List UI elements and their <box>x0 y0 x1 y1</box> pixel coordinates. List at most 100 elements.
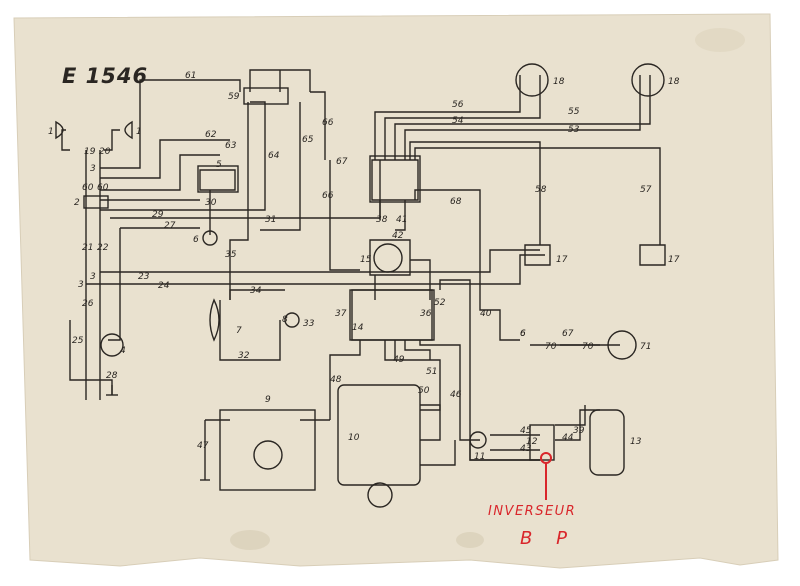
rear-lamp-left-17 <box>524 244 551 266</box>
switch-5 <box>197 165 239 193</box>
wire-label: 34 <box>250 286 262 296</box>
component-label: 7 <box>236 326 242 336</box>
wire-label: 62 <box>205 130 217 140</box>
wire-label: 42 <box>392 231 404 241</box>
dynamo-pulley <box>367 482 393 508</box>
starter-button-11 <box>469 431 487 449</box>
wire-label: 67 <box>562 329 574 339</box>
paper-stain <box>230 530 270 550</box>
component-label: 5 <box>216 160 222 170</box>
fuse-box <box>369 155 421 203</box>
component-label: 10 <box>348 433 360 443</box>
wire-label: 24 <box>158 281 170 291</box>
wire-label: 27 <box>164 221 176 231</box>
wire-label: 66 <box>322 191 334 201</box>
horn-7 <box>209 298 220 342</box>
wire-label: 67 <box>336 157 348 167</box>
wire-label: 30 <box>205 198 217 208</box>
wire-label: 45 <box>520 426 532 436</box>
rear-lamp-right-17 <box>639 244 666 266</box>
wire-label: 56 <box>452 100 464 110</box>
wire-label: 71 <box>640 342 651 352</box>
wire-label: 26 <box>82 299 94 309</box>
wire-label: 22 <box>97 243 109 253</box>
component-labels: 1 1 2 3 3 3 4 5 6 6 7 8 9 10 11 12 13 14… <box>48 77 680 462</box>
left-headlamp-icon <box>55 120 64 140</box>
wire-labels: 61 62 63 64 65 66 67 66 56 55 54 53 58 5… <box>72 71 652 454</box>
component-label: 17 <box>668 255 680 265</box>
component-label: 18 <box>553 77 565 87</box>
wire-label: 6 <box>520 329 526 339</box>
wire-label: 70 <box>582 342 594 352</box>
component-label: 8 <box>282 315 288 325</box>
wire-label: 28 <box>106 371 118 381</box>
wire-label: 60 <box>97 183 109 193</box>
wire-label: 57 <box>640 185 652 195</box>
dynamo-10 <box>337 384 421 486</box>
component-label: 6 <box>520 329 526 339</box>
component-label: 3 <box>78 280 84 290</box>
coil-13 <box>589 409 625 476</box>
taillight-right-18 <box>631 63 665 97</box>
annotation-dot <box>540 452 552 464</box>
component-label: 18 <box>668 77 680 87</box>
wire-label: 66 <box>322 118 334 128</box>
wire-label: 44 <box>562 433 574 443</box>
component-label: 13 <box>630 437 642 447</box>
component-label: 6 <box>193 235 199 245</box>
wire-label: 70 <box>545 342 557 352</box>
wire-label: 40 <box>480 309 492 319</box>
component-label: 3 <box>90 164 96 174</box>
wire-label: 21 <box>82 243 93 253</box>
component-label: 12 <box>526 437 538 447</box>
wire-label: 33 <box>303 319 315 329</box>
connector-4 <box>100 333 124 357</box>
paper-stain <box>456 532 484 548</box>
component-label: 1 <box>48 127 54 137</box>
components <box>55 63 666 508</box>
annotation-line-2: B P <box>520 528 576 549</box>
connector-15 <box>373 243 403 273</box>
wire-label: 60 <box>82 183 94 193</box>
component-label: 3 <box>90 272 96 282</box>
switch-8 <box>284 312 300 328</box>
wire-label: 20 <box>99 147 111 157</box>
component-label: 11 <box>474 452 485 462</box>
wire-label: 65 <box>302 135 314 145</box>
taillight-left-18 <box>515 63 549 97</box>
battery-cap <box>253 440 283 470</box>
wire-label: 36 <box>420 309 432 319</box>
wire-label: 68 <box>450 197 462 207</box>
wire-label: 54 <box>452 116 464 126</box>
wire-label: 25 <box>72 336 84 346</box>
wire-label: 46 <box>450 390 462 400</box>
wire-label: 41 <box>396 215 407 225</box>
component-label: 15 <box>360 255 372 265</box>
wire-label: 61 <box>185 71 196 81</box>
component-label: 9 <box>265 395 271 405</box>
wire-label: 53 <box>568 125 580 135</box>
wire-label: 50 <box>418 386 430 396</box>
component-label: 2 <box>74 198 80 208</box>
component-label: 1 <box>136 127 142 137</box>
wire-label: 38 <box>376 215 388 225</box>
wire-label: 64 <box>268 151 280 161</box>
wire-label: 51 <box>426 367 437 377</box>
annotation-line-1: INVERSEUR <box>488 504 577 519</box>
battery-9 <box>219 409 316 491</box>
wire-label: 39 <box>573 426 585 436</box>
wire-label: 52 <box>434 298 446 308</box>
wire-label: 37 <box>335 309 347 319</box>
wire-label: 23 <box>138 272 150 282</box>
wire-label: 35 <box>225 250 237 260</box>
wire-label: 19 <box>84 147 96 157</box>
motor-71 <box>607 330 637 360</box>
wire-label: 31 <box>265 215 276 225</box>
ignition-switch-6 <box>202 230 218 246</box>
wire-label: 63 <box>225 141 237 151</box>
wire-label: 58 <box>535 185 547 195</box>
component-label: 59 <box>228 92 240 102</box>
wires <box>61 69 661 481</box>
